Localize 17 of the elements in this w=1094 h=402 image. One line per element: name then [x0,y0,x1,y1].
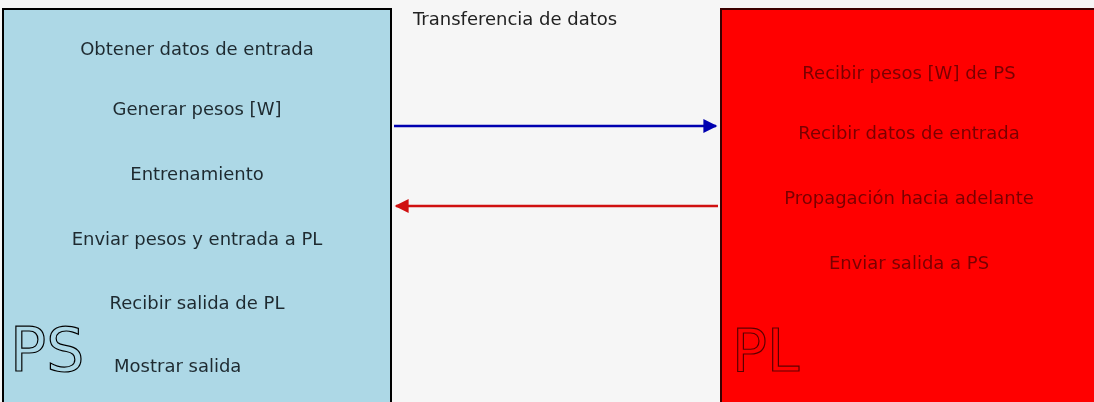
step-text: Propagación hacia adelante [784,186,1034,208]
step-text: Recibir salida de PL [109,291,285,313]
box-label: PS [10,320,85,380]
step-text: Recibir datos de entrada [798,121,1020,143]
step-text: Enviar salida a PS [828,251,990,273]
step-text: Enviar pesos y entrada a PL [71,227,323,249]
step-text: Mostrar salida [114,354,242,376]
arrow [394,199,718,213]
box-label: PL [732,322,800,380]
step-text: Generar pesos [W] [112,97,282,119]
step-text: Obtener datos de entrada [80,37,314,59]
process-box [720,8,1094,402]
process-box [2,8,392,402]
step-text: Recibir pesos [W] de PS [802,61,1016,83]
step-text: Entrenamiento [130,162,264,184]
arrow [394,119,718,133]
diagram-title: Transferencia de datos [413,8,618,29]
